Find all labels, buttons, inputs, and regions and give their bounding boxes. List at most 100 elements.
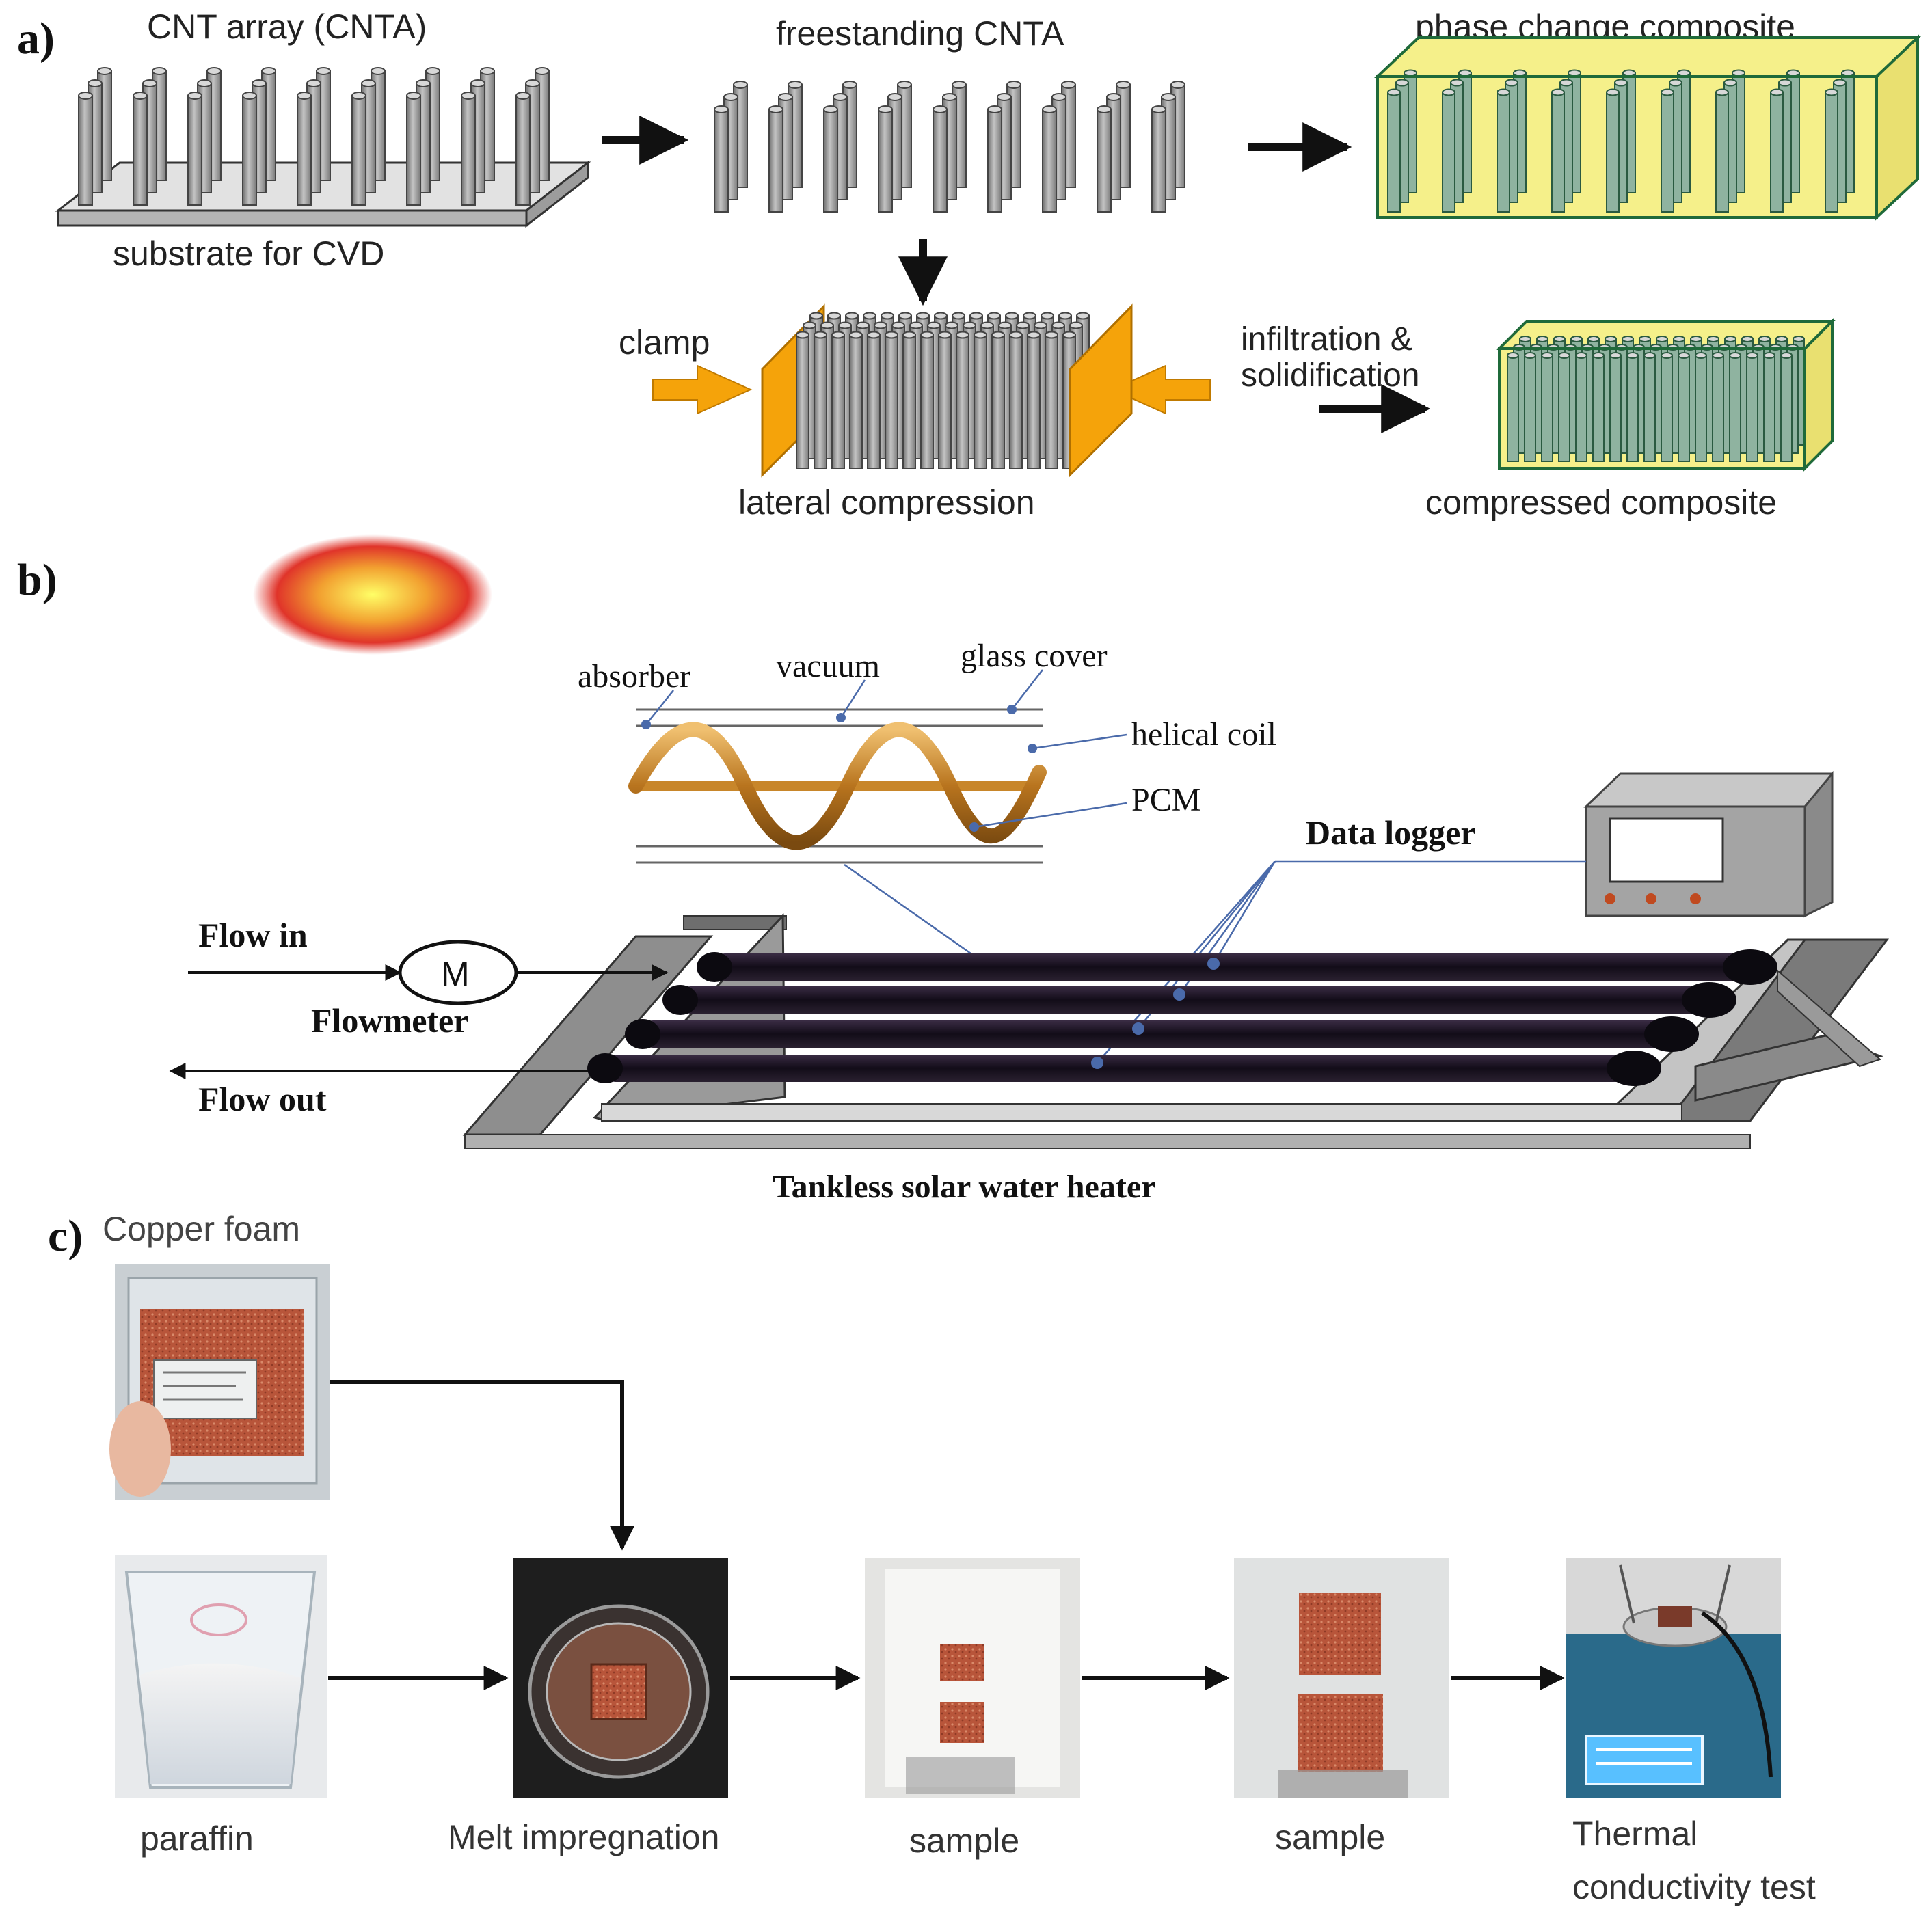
cnt-tube-cap — [406, 92, 421, 100]
inset-leader-lines — [645, 669, 1127, 828]
cnt-tube-cap — [1758, 336, 1771, 342]
pcm-label: PCM — [1131, 782, 1200, 818]
cnt-tube-cap — [898, 312, 912, 320]
cnt-tube-cap — [1045, 331, 1058, 339]
cnt-tube-cap — [1161, 93, 1176, 101]
cnt-tube-cap — [885, 331, 898, 339]
cnt-tube-cap — [956, 331, 969, 339]
clamp-arrow-right — [1110, 364, 1211, 415]
cnt-tube-cap — [1051, 93, 1066, 101]
cnt-tube-cap — [1575, 352, 1587, 359]
paraffin-label: paraffin — [140, 1819, 254, 1858]
cnt-array-label: CNT array (CNTA) — [147, 8, 427, 46]
cnt-tube-cap — [1775, 336, 1788, 342]
cnt-tube-cap — [1519, 336, 1531, 342]
cnt-tube-cap — [1069, 321, 1083, 329]
tube-end-cap — [625, 1019, 660, 1049]
cnt-tube-cap — [1695, 352, 1707, 359]
cnt-tube-cap — [187, 92, 202, 100]
cnt-tube-cap — [1605, 336, 1617, 342]
flowmeter-symbol: M — [398, 940, 518, 1005]
svg-text:M: M — [441, 955, 470, 993]
sample-photo-1 — [865, 1558, 1080, 1798]
cnt-tube-cap — [316, 67, 331, 75]
cnt-tube-cap — [133, 92, 148, 100]
cnt-tube-cap — [909, 321, 923, 329]
cnt-tube-cap — [1553, 336, 1566, 342]
cnt-tube — [867, 334, 881, 469]
cnt-tube-cap — [856, 321, 870, 329]
cnt-tube-cap — [425, 67, 440, 75]
collector-tube — [711, 953, 1757, 981]
cnt-tube-cap — [1707, 336, 1719, 342]
cnt-tube — [1643, 355, 1656, 462]
cnt-tube-cap — [1833, 79, 1847, 87]
cnt-tube — [849, 334, 863, 469]
cnt-tube-cap — [242, 92, 257, 100]
cnt-tube-cap — [987, 105, 1002, 113]
cnt-tube-cap — [1558, 352, 1570, 359]
cnt-tube-cap — [1387, 88, 1401, 96]
sample-photo-2 — [1234, 1558, 1449, 1798]
cnt-tube-cap — [1106, 93, 1121, 101]
flowmeter-label: Flowmeter — [311, 1001, 468, 1040]
flow-in-label: Flow in — [198, 916, 308, 954]
lateral-compression-label: lateral compression — [738, 483, 1035, 521]
cnt-tube — [938, 334, 952, 469]
cnt-tube-cap — [820, 321, 834, 329]
cnt-tube — [1558, 355, 1570, 462]
panel-b-tag: b) — [17, 555, 57, 605]
cnt-tube — [974, 334, 987, 469]
cnt-tube-cap — [1034, 321, 1047, 329]
cnt-tube-cap — [1505, 79, 1518, 87]
cnt-tube-cap — [1606, 88, 1620, 96]
cnt-tube — [1825, 92, 1838, 213]
cnt-tube — [1442, 92, 1455, 213]
cnt-tube-cap — [991, 331, 1005, 339]
cnt-tube — [1541, 355, 1553, 462]
flow-out-label: Flow out — [198, 1080, 327, 1118]
cnt-tube-cap — [887, 93, 902, 101]
cnt-tube — [351, 95, 366, 206]
cnt-tube-cap — [206, 67, 222, 75]
cnt-tube-cap — [1643, 352, 1656, 359]
cnt-tube-cap — [1058, 312, 1072, 320]
cnt-tube-cap — [1395, 79, 1409, 87]
cnt-tube — [1592, 355, 1605, 462]
vacuum-label: vacuum — [776, 648, 880, 684]
cnt-tube-cap — [974, 331, 987, 339]
cnt-tube-cap — [831, 331, 845, 339]
cnt-tube-cap — [1746, 352, 1758, 359]
cnt-tube-cap — [1062, 331, 1076, 339]
cnt-tube-cap — [980, 321, 994, 329]
cnt-tube-cap — [920, 331, 934, 339]
cnt-tube-cap — [351, 92, 366, 100]
cnt-tube — [1507, 355, 1519, 462]
cnt-tube-cap — [874, 321, 887, 329]
cnt-tube — [1387, 92, 1401, 213]
tube-end-cap — [587, 1053, 623, 1083]
compressed-composite-block — [1496, 318, 1836, 472]
clamp-label: clamp — [619, 323, 710, 362]
panel-a-tag: a) — [17, 14, 55, 64]
sun-glow — [253, 534, 492, 655]
cnt-tube — [1045, 334, 1058, 469]
cnt-tube-cap — [306, 79, 321, 87]
cnt-tube-cap — [1729, 352, 1741, 359]
cnt-tube-cap — [1592, 352, 1605, 359]
cnt-tube-cap — [1023, 312, 1036, 320]
cnt-tube — [768, 109, 783, 213]
cnt-tube — [885, 334, 898, 469]
cnt-tube-cap — [952, 312, 965, 320]
helical-coil-label: helical coil — [1131, 716, 1276, 753]
cnt-tube-cap — [1622, 336, 1634, 342]
cnt-tube-cap — [1559, 79, 1573, 87]
cnt-tube-cap — [1626, 352, 1639, 359]
copper-foam-photo — [109, 1264, 330, 1500]
thermal-conductivity-photo — [1566, 1558, 1781, 1798]
cnt-tube-cap — [1076, 312, 1090, 320]
cnt-tube — [1661, 92, 1674, 213]
cnt-tube — [831, 334, 845, 469]
cnt-tube-cap — [1673, 336, 1685, 342]
cnt-tube-cap — [778, 93, 793, 101]
